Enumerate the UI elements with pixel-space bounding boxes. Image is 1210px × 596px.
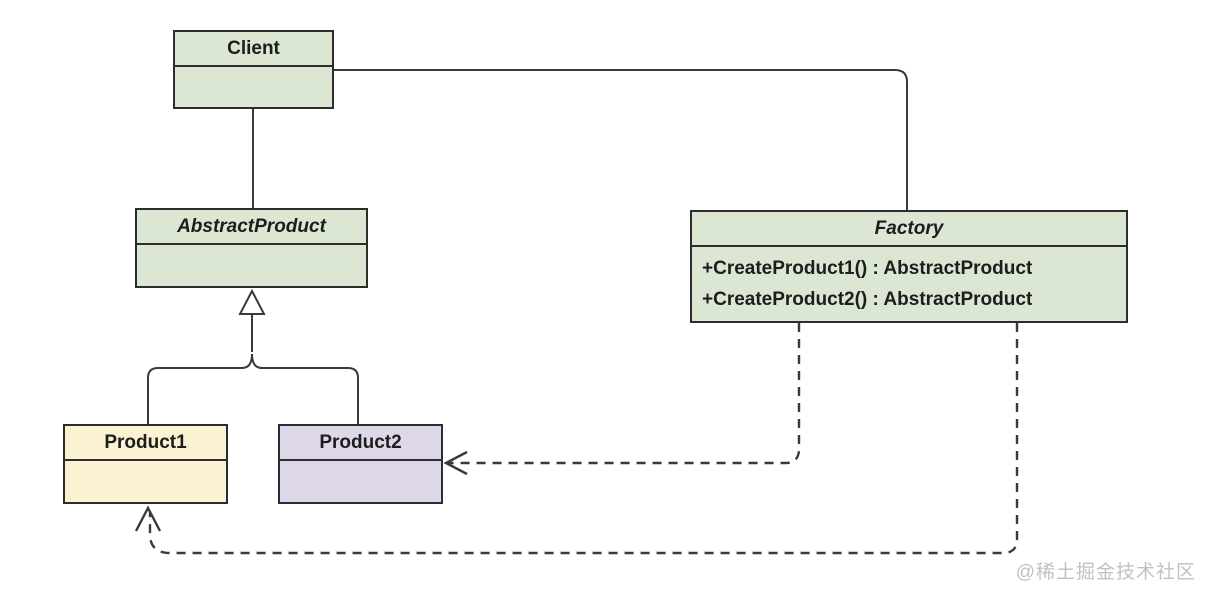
class-product2: Product2 <box>278 424 443 504</box>
class-abstract-product-name: AbstractProduct <box>137 210 366 245</box>
class-client-body <box>175 67 332 107</box>
class-product2-name: Product2 <box>280 426 441 461</box>
generalization-branch-product2 <box>251 353 359 424</box>
class-client: Client <box>173 30 334 109</box>
class-client-name: Client <box>175 32 332 67</box>
generalization-triangle-icon <box>238 288 266 315</box>
dependency-factory-product2 <box>448 323 801 465</box>
factory-method-create-product2: +CreateProduct2() : AbstractProduct <box>702 289 1033 310</box>
class-product1-body <box>65 461 226 502</box>
class-product2-body <box>280 461 441 502</box>
class-factory-methods: +CreateProduct1() : AbstractProduct +Cre… <box>692 247 1126 321</box>
generalization-branch-product1 <box>147 353 253 424</box>
class-factory-name: Factory <box>692 212 1126 247</box>
dependency-arrowhead-product2-icon <box>443 450 468 476</box>
class-abstract-product-body <box>137 245 366 286</box>
watermark: @稀土掘金技术社区 <box>1015 562 1196 583</box>
class-product1-name: Product1 <box>65 426 226 461</box>
dependency-arrowhead-product1-icon <box>134 505 162 532</box>
connector-client-factory <box>334 69 908 210</box>
class-factory: Factory +CreateProduct1() : AbstractProd… <box>690 210 1128 323</box>
factory-method-create-product1: +CreateProduct1() : AbstractProduct <box>702 258 1033 279</box>
class-abstract-product: AbstractProduct <box>135 208 368 288</box>
class-product1: Product1 <box>63 424 228 504</box>
